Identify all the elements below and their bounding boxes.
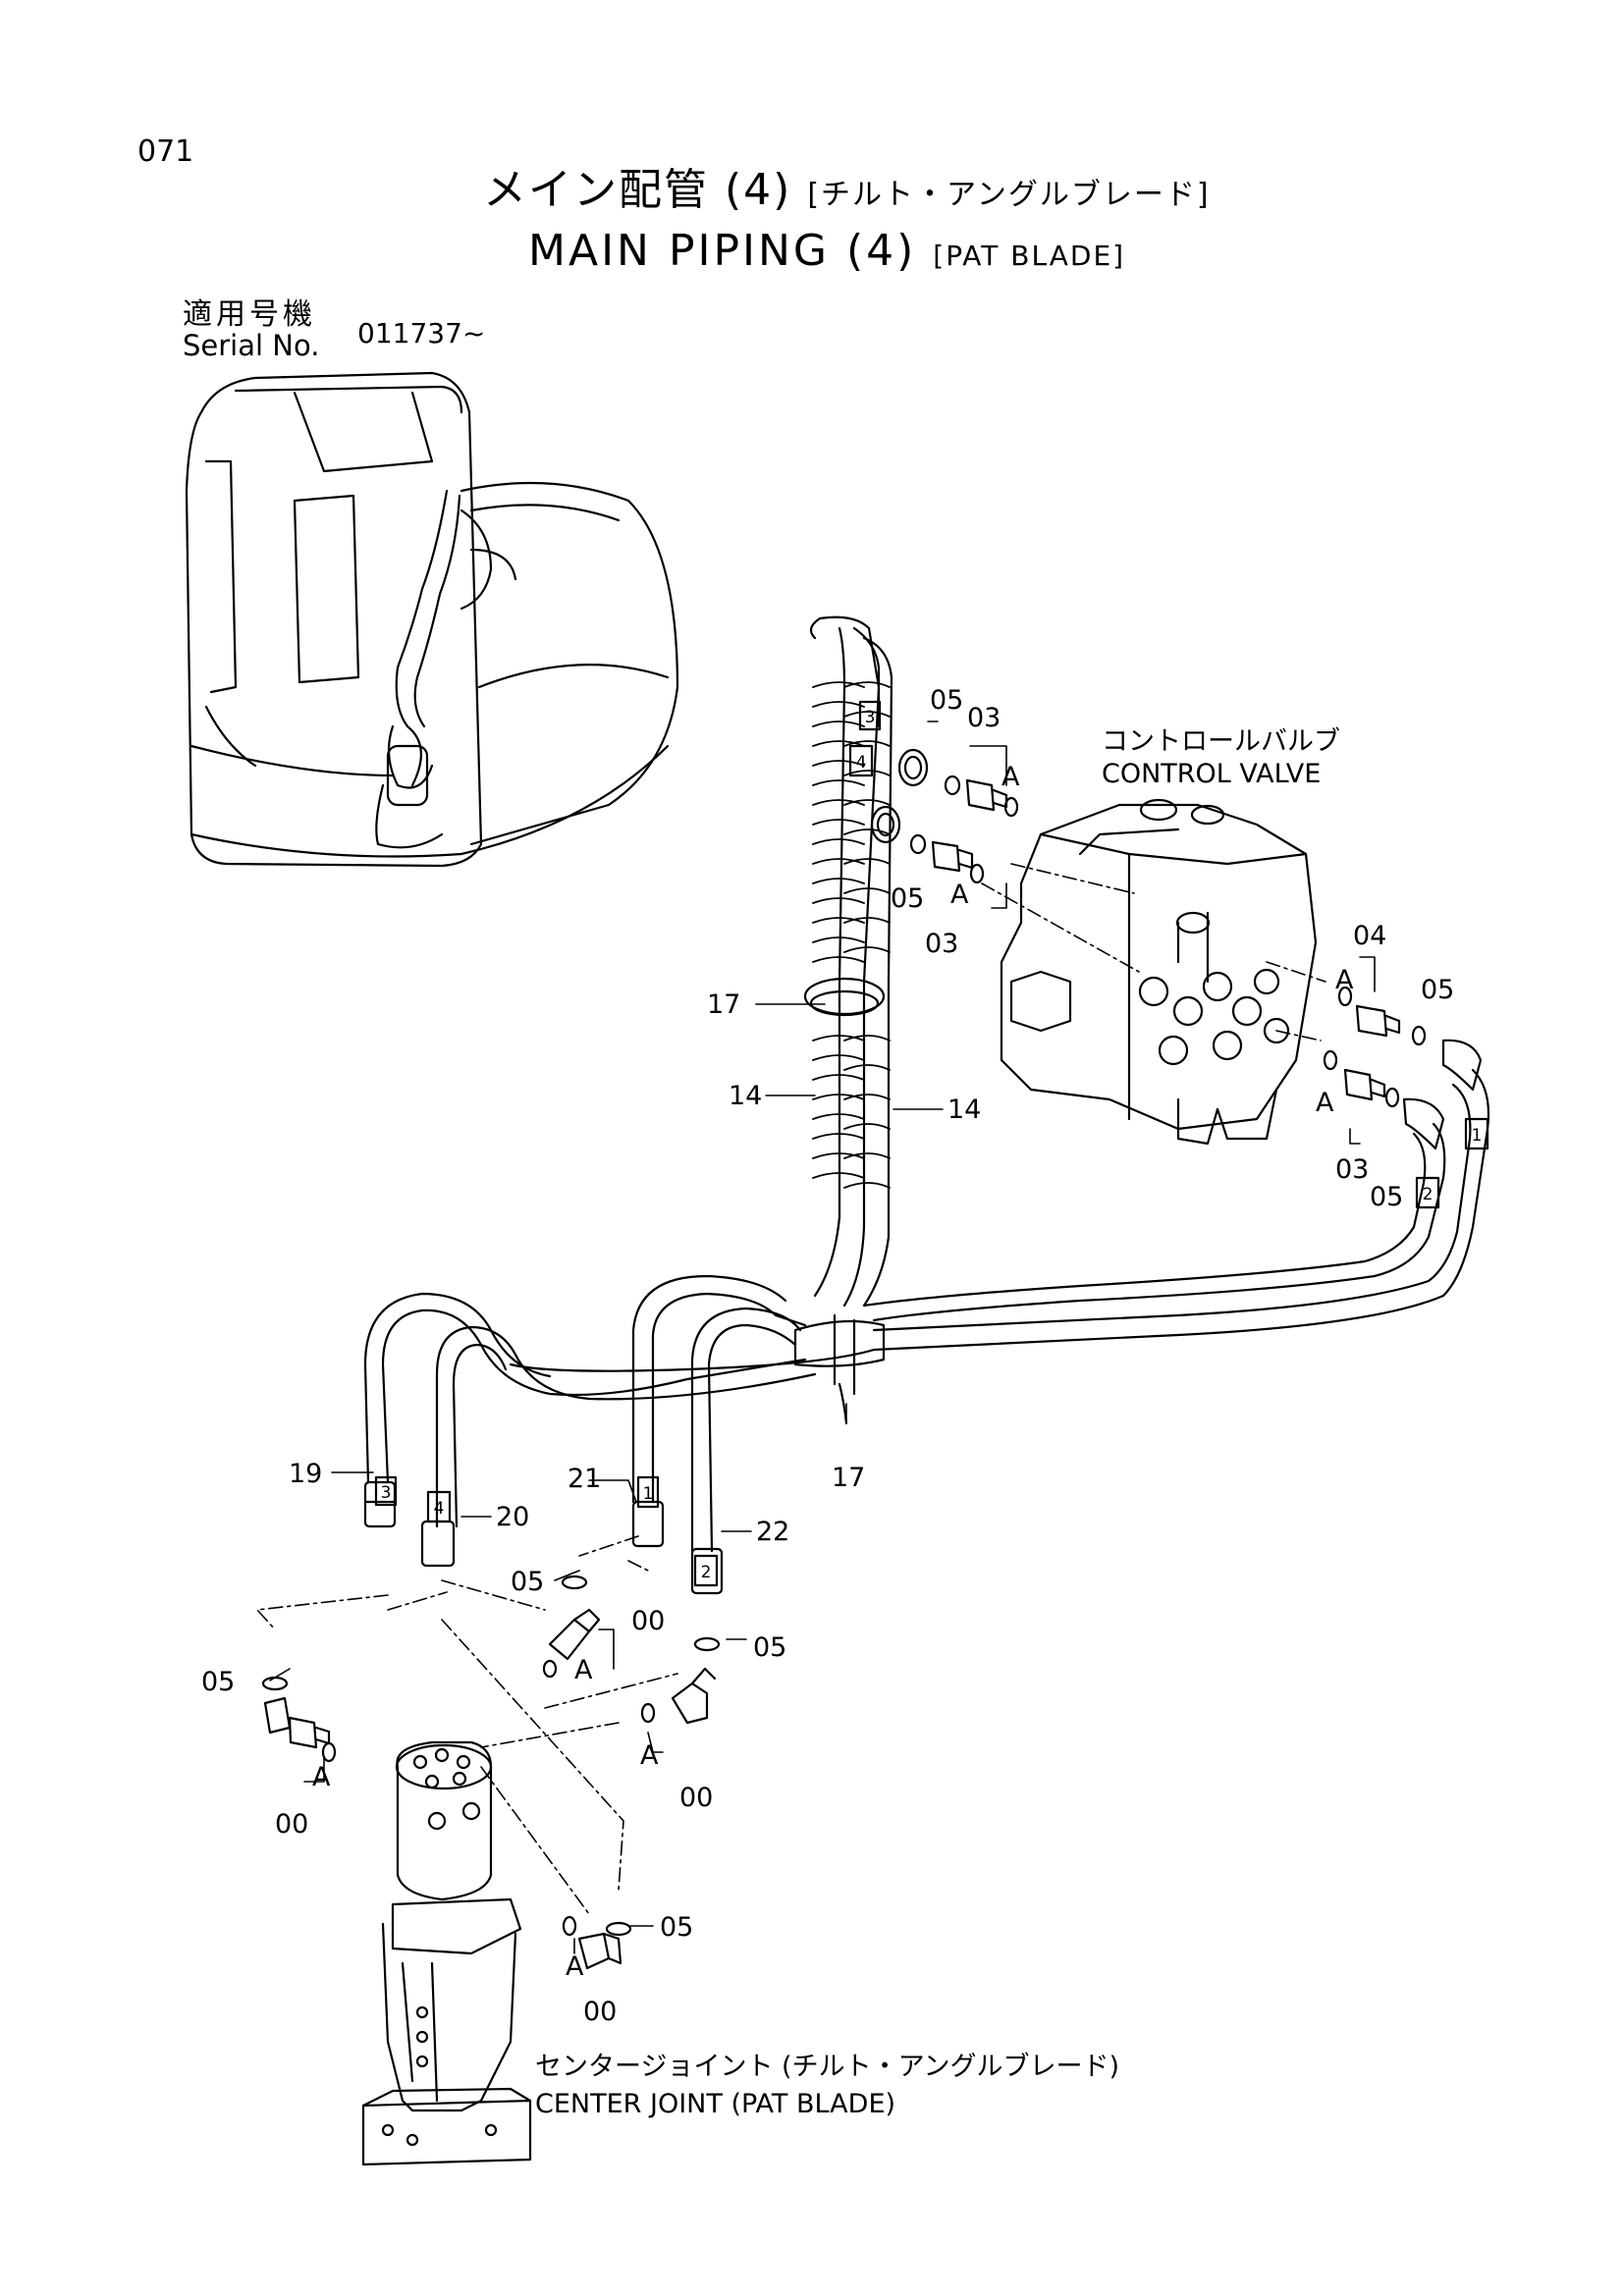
hose-tag-1-bottom: 1	[643, 1484, 654, 1504]
part-label-14: 14	[729, 1081, 763, 1111]
part-label-A: A	[1335, 965, 1354, 995]
part-label-00: 00	[679, 1783, 714, 1813]
control-valve-caption-en: CONTROL VALVE	[1102, 759, 1322, 789]
title-english: MAIN PIPING (4) [PAT BLADE]	[528, 230, 1125, 273]
hose-tag-4-top: 4	[856, 753, 867, 773]
lower-fittings	[261, 1575, 721, 1970]
serial-label-jp: 適用号機	[183, 297, 316, 332]
hose-tag-2-bottom: 2	[701, 1563, 712, 1582]
part-label-A: A	[312, 1762, 331, 1792]
part-label-17: 17	[707, 989, 741, 1020]
hoses-to-valve	[509, 1068, 1490, 1425]
part-label-17: 17	[832, 1463, 866, 1493]
part-label-05: 05	[930, 685, 964, 716]
hose-tag-2-right: 2	[1423, 1185, 1434, 1204]
hose-tag-3-bottom: 3	[381, 1483, 392, 1503]
hose-tag-4-bottom: 4	[434, 1499, 445, 1519]
serial-label-en: Serial No.	[183, 329, 320, 362]
title-jp-sub: [チルト・アングルブレード]	[807, 178, 1211, 212]
part-label-00: 00	[583, 1997, 618, 2027]
part-label-A: A	[1001, 762, 1020, 792]
part-label-00: 00	[631, 1606, 666, 1636]
hose-tag-1-right: 1	[1472, 1126, 1483, 1146]
part-label-03: 03	[967, 703, 1001, 733]
part-label-A: A	[566, 1951, 584, 1982]
fittings-upper	[870, 748, 1019, 884]
control-valve-caption-jp: コントロールバルブ	[1102, 726, 1340, 757]
part-label-05: 05	[511, 1567, 545, 1597]
part-label-05: 05	[753, 1632, 787, 1663]
part-label-05: 05	[1421, 975, 1455, 1005]
excavator-overview	[185, 371, 679, 868]
page-number: 071	[137, 134, 194, 169]
part-label-00: 00	[275, 1809, 309, 1840]
title-jp-main: メイン配管 (4)	[483, 165, 792, 215]
title-en-sub: [PAT BLADE]	[933, 240, 1126, 272]
serial-value: 011737~	[357, 317, 486, 349]
hose-tag-3-top: 3	[865, 708, 876, 727]
part-label-05: 05	[660, 1912, 694, 1943]
part-label-05: 05	[891, 883, 925, 914]
title-japanese: メイン配管 (4) [チルト・アングルブレード]	[483, 169, 1211, 212]
spiral-hose-bundle	[803, 615, 893, 1308]
part-label-03: 03	[1335, 1154, 1370, 1185]
part-label-A: A	[574, 1655, 593, 1685]
part-label-19: 19	[289, 1459, 323, 1489]
part-label-04: 04	[1353, 921, 1387, 951]
part-label-20: 20	[496, 1502, 530, 1532]
part-label-A: A	[1316, 1088, 1334, 1118]
center-joint-drawing	[361, 1740, 532, 2166]
part-label-05: 05	[201, 1667, 236, 1697]
center-joint-caption-en: CENTER JOINT (PAT BLADE)	[535, 2089, 896, 2119]
part-label-21: 21	[568, 1464, 602, 1494]
lower-hose-loops	[363, 1274, 817, 1595]
center-joint-caption-jp: センタージョイント (チルト・アングルブレード)	[535, 2052, 1120, 2082]
part-label-22: 22	[756, 1517, 790, 1547]
part-label-03: 03	[925, 929, 959, 959]
part-label-A: A	[640, 1740, 659, 1771]
control-valve-drawing	[1000, 798, 1318, 1146]
fittings-right	[1323, 986, 1483, 1150]
part-label-A: A	[950, 880, 969, 910]
part-label-14: 14	[947, 1095, 982, 1125]
part-label-05: 05	[1370, 1182, 1404, 1212]
title-en-main: MAIN PIPING (4)	[528, 226, 917, 276]
